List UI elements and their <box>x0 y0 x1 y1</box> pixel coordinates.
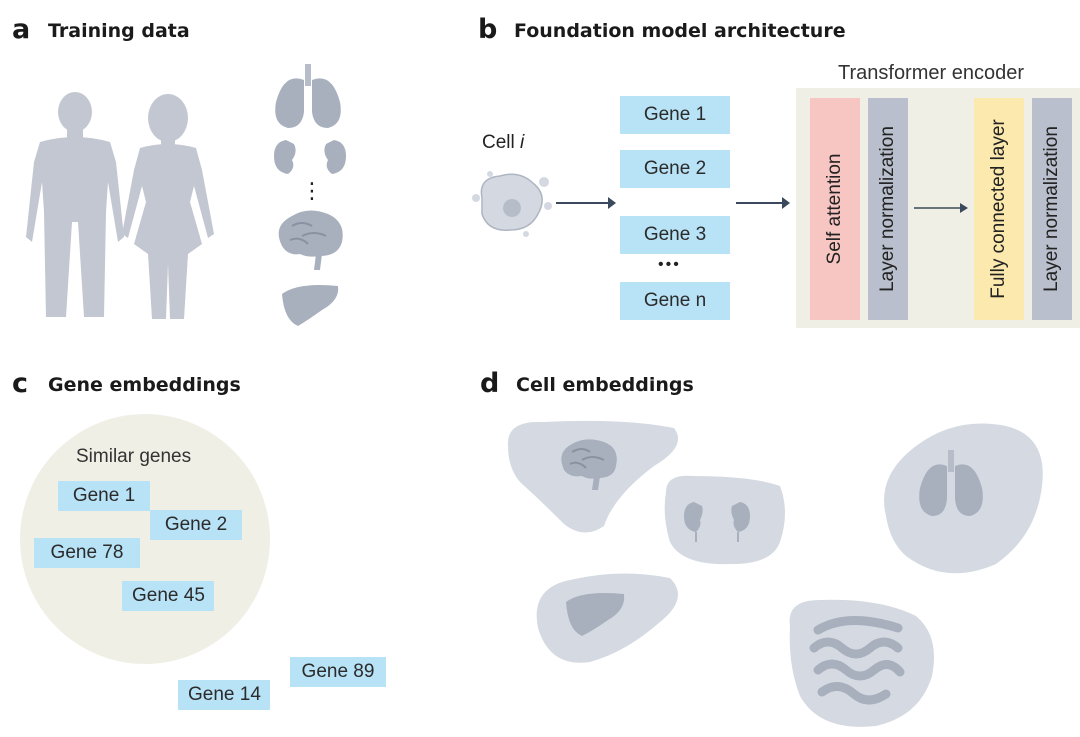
cell-label: Cell i <box>482 132 524 154</box>
layer-norm-1-label: Layer normalization <box>877 126 898 292</box>
intestine-cell-cluster <box>789 599 934 727</box>
panel-b-title: Foundation model architecture <box>514 20 846 42</box>
female-silhouette <box>122 94 214 319</box>
cluster-gene-78: Gene 78 <box>34 538 140 568</box>
gene-14: Gene 14 <box>178 680 270 710</box>
arrow-encoder-inner <box>914 203 968 213</box>
cell-label-text: Cell <box>482 132 515 153</box>
encoder-title: Transformer encoder <box>838 62 1024 84</box>
self-attention-label: Self attention <box>824 153 845 265</box>
arrow-cell-to-genes <box>556 197 616 209</box>
organs-ellipsis: ⋮ <box>301 178 323 203</box>
kidneys-icon <box>274 140 346 174</box>
cell-icon <box>472 171 552 237</box>
gene-token-2: Gene 2 <box>620 150 730 188</box>
gene-token-n: Gene n <box>620 282 730 320</box>
male-silhouette <box>26 92 124 317</box>
liver-cell-cluster <box>536 573 678 663</box>
layer-norm-1: Layer normalization <box>868 98 908 320</box>
panel-a-title: Training data <box>48 20 190 42</box>
cluster-gene-2: Gene 2 <box>150 510 242 540</box>
layer-norm-2: Layer normalization <box>1032 98 1072 320</box>
panel-d-title: Cell embeddings <box>516 374 694 396</box>
brain-cell-cluster <box>507 420 679 533</box>
brain-icon <box>278 210 343 270</box>
panel-d-letter: d <box>480 368 500 399</box>
lungs-icon <box>275 64 341 128</box>
panel-c-letter: c <box>12 368 29 399</box>
self-attention-layer: Self attention <box>810 98 860 320</box>
layer-norm-2-label: Layer normalization <box>1041 126 1062 292</box>
liver-icon <box>282 285 339 326</box>
cell-index: i <box>520 132 525 153</box>
lung-cell-cluster <box>884 423 1043 574</box>
gene-token-3: Gene 3 <box>620 216 730 254</box>
panel-c-title: Gene embeddings <box>48 374 241 396</box>
cluster-gene-1: Gene 1 <box>58 481 150 511</box>
kidney-cell-cluster <box>664 475 785 565</box>
cluster-gene-45: Gene 45 <box>122 581 214 611</box>
gene-89: Gene 89 <box>290 657 386 687</box>
panel-b-letter: b <box>478 14 498 45</box>
fully-connected-label: Fully connected layer <box>988 119 1009 299</box>
gene-token-1: Gene 1 <box>620 96 730 134</box>
panel-a-letter: a <box>12 14 31 45</box>
similar-genes-label: Similar genes <box>76 446 192 467</box>
fully-connected-layer: Fully connected layer <box>974 98 1024 320</box>
gene-ellipsis: ••• <box>658 256 681 273</box>
arrow-genes-to-encoder <box>736 197 790 209</box>
